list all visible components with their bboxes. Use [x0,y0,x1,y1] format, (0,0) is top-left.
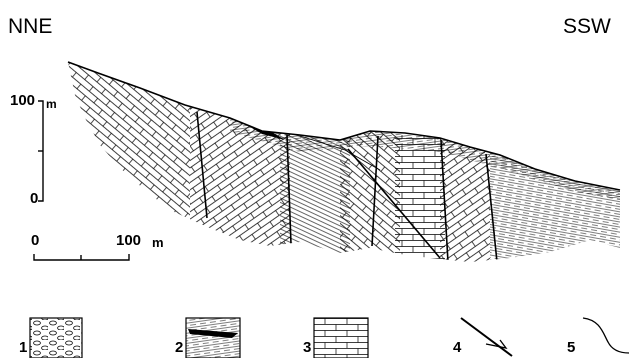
legend-symbol-fault [461,318,512,356]
legend-symbol-curved-boundary [583,318,629,353]
horizontal-scale-bar [34,254,129,260]
vertical-scale-bar [38,101,43,201]
section-body [60,55,625,265]
legend-symbol-layered-beds [186,318,240,358]
legend-symbol-bedded-blocks [314,318,368,358]
legend-symbol-conglomerate [30,318,82,358]
